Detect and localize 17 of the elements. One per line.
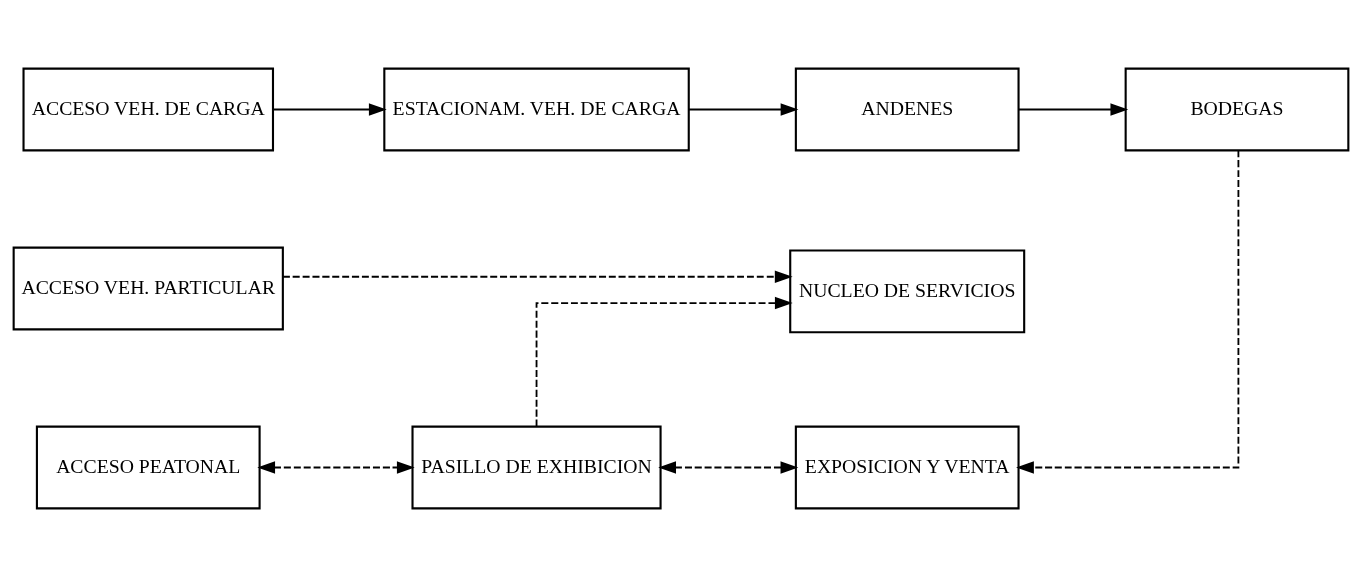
arrow — [1017, 102, 1129, 116]
node-box: ESTACIONAM. VEH. DE CARGA — [383, 67, 690, 151]
node-box: ACCESO PEATONAL — [35, 425, 261, 509]
arrow — [282, 270, 793, 283]
node-box: NUCLEO DE SERVICIOS — [789, 248, 1026, 333]
arrow — [257, 460, 415, 474]
node-box: EXPOSICION Y VENTA — [794, 425, 1020, 509]
node-box: ANDENES — [794, 67, 1020, 151]
arrow — [688, 102, 799, 116]
arrow — [658, 460, 799, 474]
arrow — [1016, 149, 1240, 474]
arrow — [535, 296, 793, 427]
node-box: BODEGAS — [1124, 67, 1350, 151]
node-box: PASILLO DE EXHIBICION — [411, 425, 662, 509]
arrow — [272, 102, 387, 116]
node-box: ACCESO VEH. DE CARGA — [22, 67, 275, 151]
node-box: ACCESO VEH. PARTICULAR — [12, 246, 284, 330]
